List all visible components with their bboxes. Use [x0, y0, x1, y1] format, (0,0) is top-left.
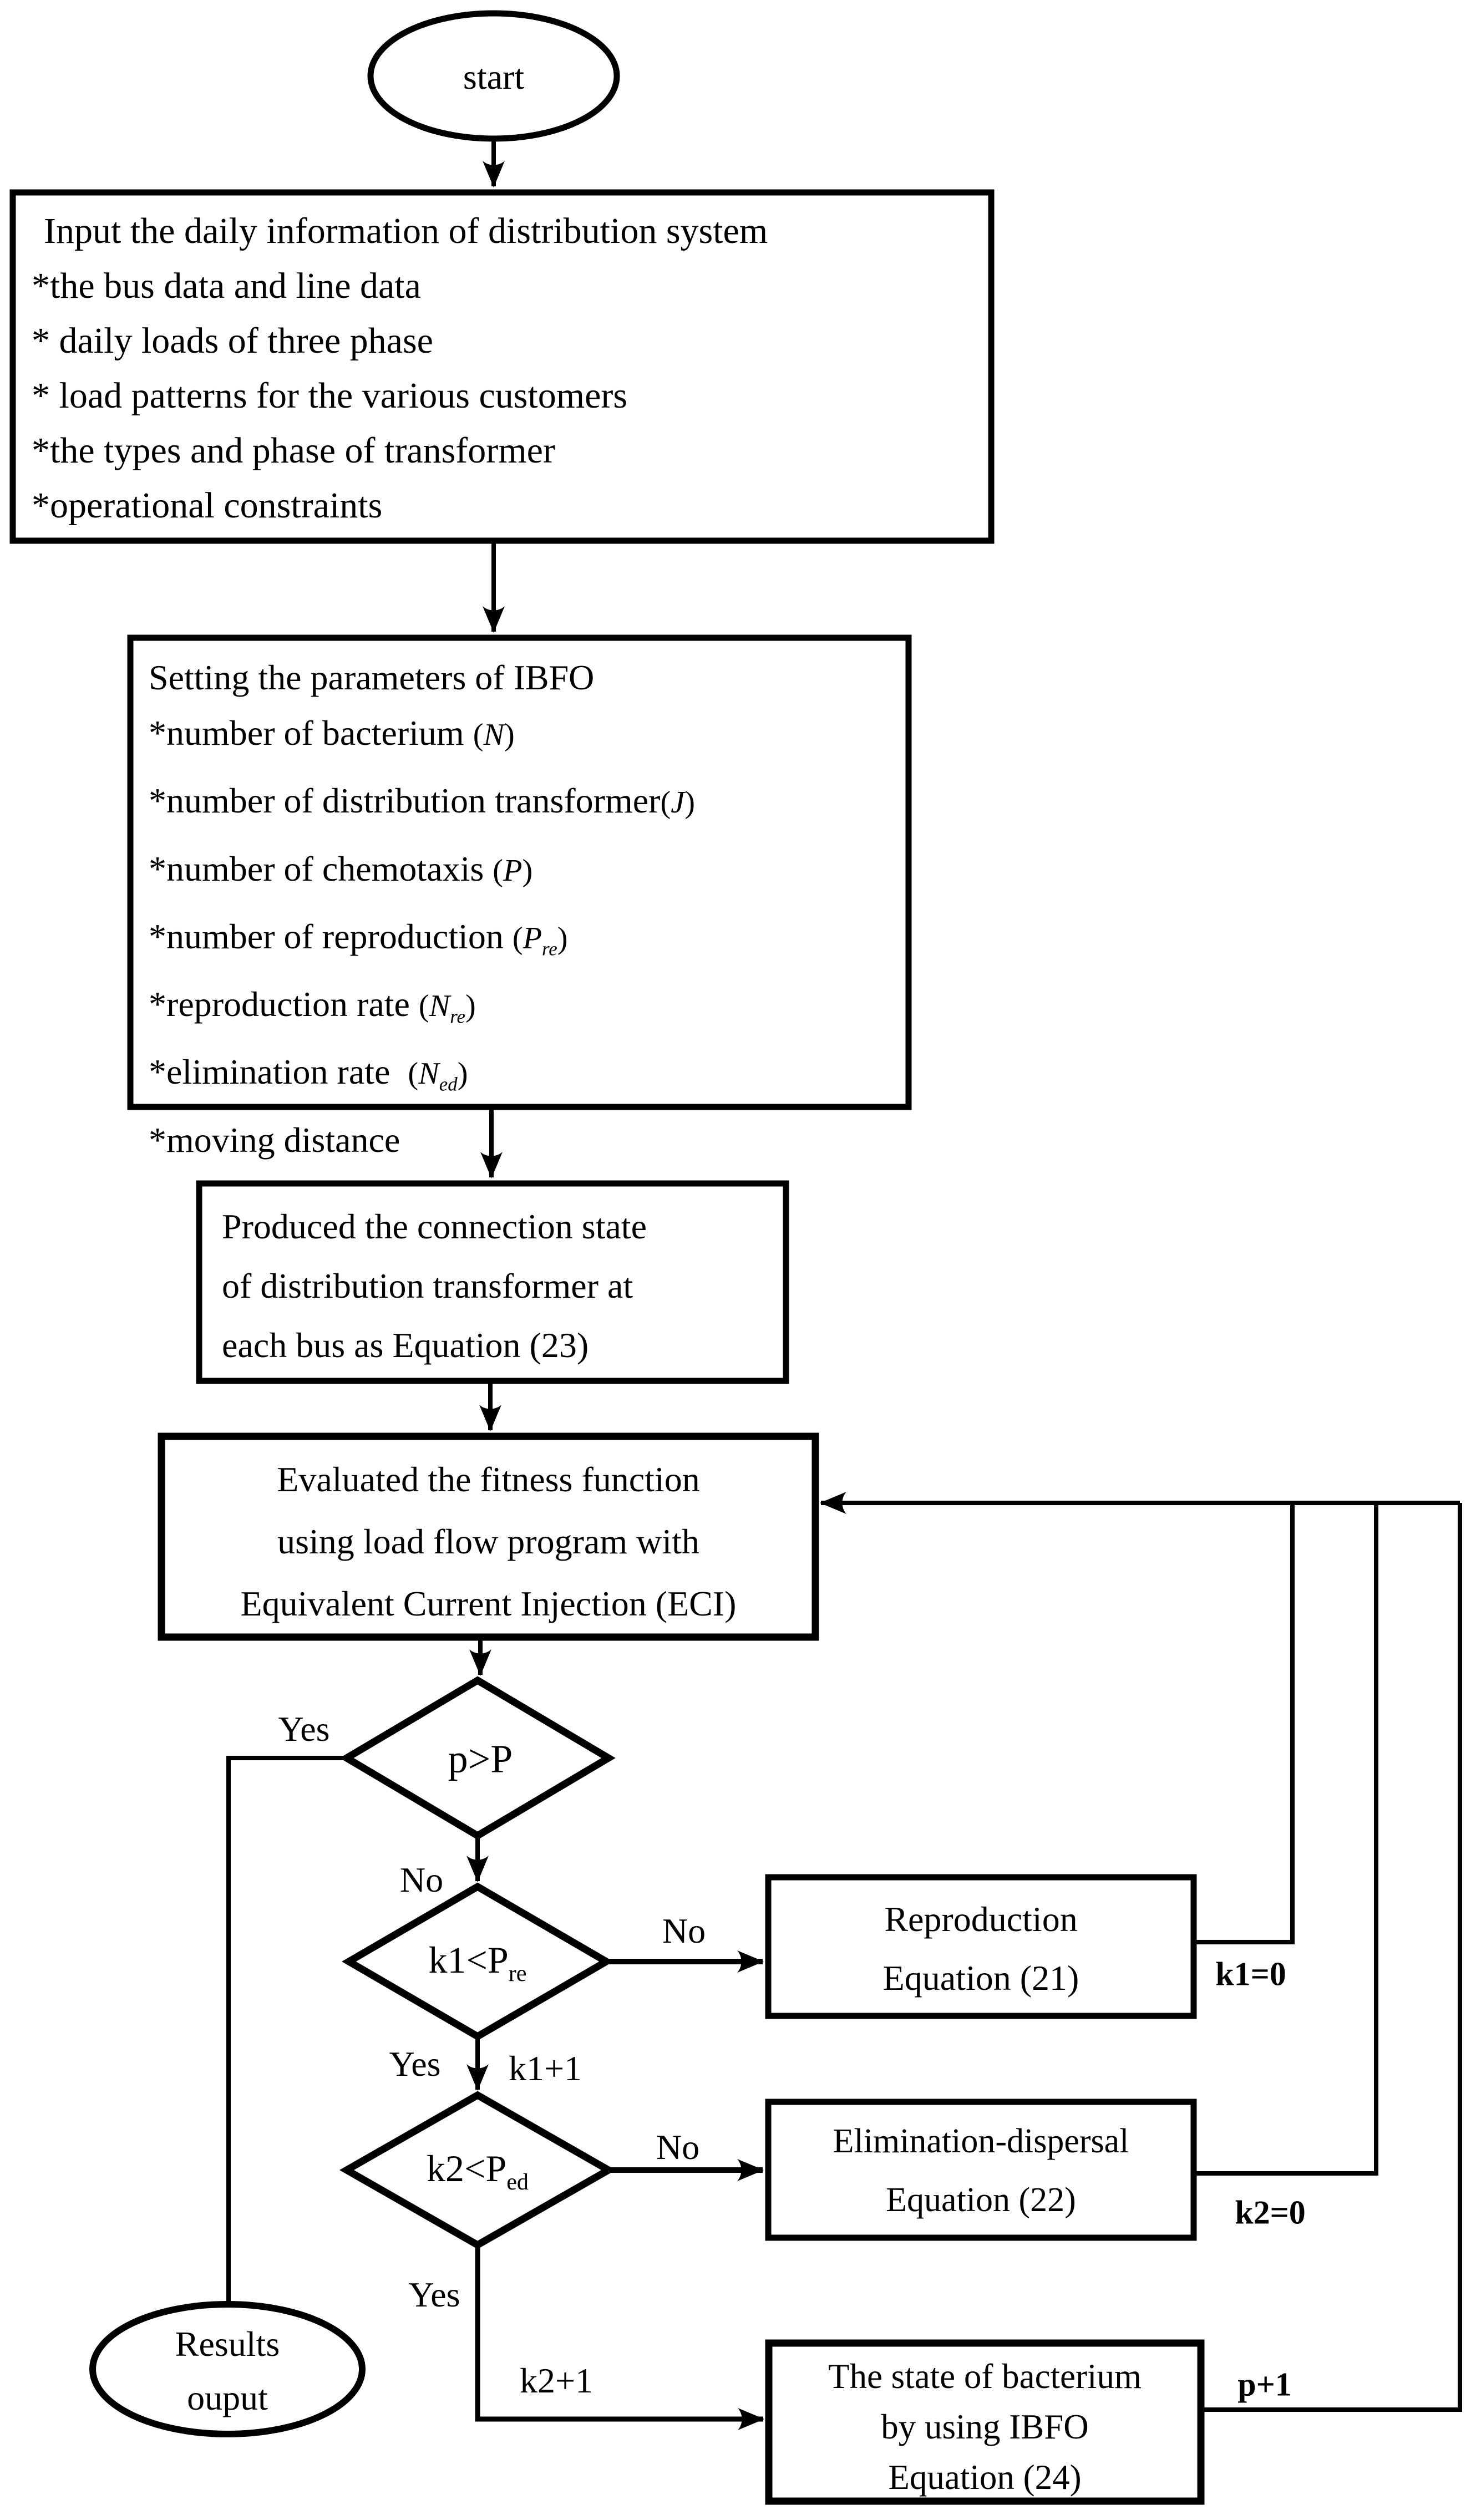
- reproduction-box-shape: [765, 1874, 1197, 2019]
- input-line: Input the daily information of distribut…: [44, 211, 768, 251]
- edge-label-no-p: No: [399, 1860, 444, 1899]
- line-reproduction-feedback: [1194, 1503, 1295, 1944]
- state-box-shape: [765, 2339, 1205, 2505]
- input-line: *the types and phase of transformer: [32, 430, 555, 471]
- reproduction-line: Reproduction: [884, 1899, 1078, 1939]
- edge-label-k1-increment: k1+1: [508, 2049, 582, 2088]
- params-item: *moving distance: [149, 1120, 400, 1160]
- start-terminal-label: start: [463, 57, 525, 96]
- elimination-line: Elimination-dispersal: [833, 2122, 1129, 2160]
- decision-k1-label: k1<Pre: [428, 1939, 527, 1986]
- params-item: *elimination rate (Ned): [149, 1052, 468, 1095]
- input-line: *operational constraints: [32, 485, 383, 526]
- start-terminal-shape: [367, 10, 620, 142]
- line-elimination-feedback: [1194, 1503, 1378, 2176]
- produce-line: each bus as Equation (23): [222, 1325, 589, 1365]
- decision-p-label: p>P: [448, 1736, 513, 1781]
- edge-label-yes-k1: Yes: [389, 2044, 441, 2084]
- line-state-feedback: [1201, 1503, 1462, 2412]
- params-title: Setting the parameters of IBFO: [149, 658, 595, 697]
- produce-line: Produced the connection state: [222, 1207, 647, 1246]
- reproduction-box-text: Reproduction Equation (21): [768, 1890, 1194, 2008]
- evaluate-box-shape: [158, 1432, 819, 1641]
- arrow-decision-k2-to-state: [475, 2245, 764, 2430]
- state-line: by using IBFO: [881, 2407, 1089, 2446]
- elimination-line: Equation (22): [886, 2181, 1076, 2219]
- params-box-text: Setting the parameters of IBFO *number o…: [149, 650, 695, 1180]
- edge-label-k2-reset: k2=0: [1235, 2194, 1306, 2231]
- state-line: The state of bacterium: [828, 2357, 1142, 2396]
- input-box-text: Input the daily information of distribut…: [32, 204, 768, 533]
- params-item: *number of distribution transformer(J): [149, 781, 695, 821]
- edge-label-p-increment: p+1: [1237, 2366, 1292, 2403]
- params-item: *number of bacterium (N): [149, 713, 515, 753]
- edge-label-yes-p: Yes: [278, 1709, 330, 1749]
- edge-label-yes-k2: Yes: [408, 2275, 460, 2314]
- elimination-box-shape: [765, 2099, 1197, 2241]
- edge-label-k2-increment: k2+1: [519, 2361, 594, 2400]
- line-yes-to-results: [226, 1756, 348, 2305]
- edge-label-no-k1: No: [662, 1911, 706, 1950]
- input-line: * load patterns for the various customer…: [32, 375, 628, 416]
- params-box-shape: [127, 634, 912, 1110]
- reproduction-line: Equation (21): [882, 1958, 1079, 1998]
- results-line: Results: [175, 2324, 280, 2364]
- evaluate-line: using load flow program with: [277, 1522, 699, 1561]
- params-item: *reproduction rate (Nre): [149, 984, 476, 1028]
- edge-label-no-k2: No: [656, 2127, 700, 2167]
- input-line: *the bus data and line data: [32, 266, 421, 306]
- elimination-box-text: Elimination-dispersal Equation (22): [768, 2112, 1194, 2229]
- produce-line: of distribution transformer at: [222, 1266, 633, 1305]
- edge-label-k1-reset: k1=0: [1215, 1955, 1286, 1993]
- input-box-shape: [9, 189, 995, 544]
- state-box-text: The state of bacterium by using IBFO Equ…: [769, 2351, 1201, 2503]
- state-line: Equation (24): [888, 2458, 1082, 2497]
- input-line: * daily loads of three phase: [32, 321, 433, 361]
- evaluate-line: Evaluated the fitness function: [277, 1460, 700, 1499]
- decision-k2-label: k2<Ped: [427, 2147, 529, 2195]
- results-terminal-text: Results ouput: [93, 2317, 362, 2425]
- params-item: *number of reproduction (Pre): [149, 916, 568, 959]
- produce-box-text: Produced the connection state of distrib…: [222, 1197, 647, 1375]
- results-line: ouput: [187, 2378, 268, 2417]
- evaluate-box-text: Evaluated the fitness function using loa…: [161, 1449, 815, 1635]
- params-item: *number of chemotaxis (P): [149, 849, 533, 888]
- evaluate-line: Equivalent Current Injection (ECI): [240, 1584, 737, 1623]
